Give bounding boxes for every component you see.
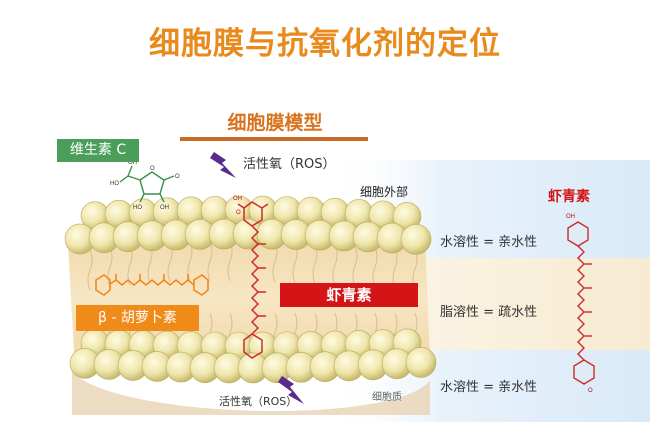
vitc-atom-2: OH [128, 160, 137, 166]
ast-atom-2: O [236, 210, 241, 216]
zone-label-bottom: 水溶性 = 亲水性 [440, 380, 538, 395]
vitamin-c-molecule [119, 165, 175, 203]
lightning-bolt-icon-bottom [278, 376, 304, 404]
vitamin-c-badge: 维生素 C [57, 139, 139, 162]
vitc-atom-4: O [175, 174, 180, 180]
cytoplasm-shading [72, 372, 430, 415]
zone-label-top: 水溶性 = 亲水性 [440, 235, 538, 250]
vitc-atom-6: OH [160, 205, 169, 211]
model-underline [180, 137, 368, 141]
vitc-atom-3: O [150, 166, 155, 172]
ast-side-atom-2: O [588, 388, 593, 394]
zone-label-middle: 脂溶性 = 疏水性 [440, 305, 538, 320]
beta-carotene-molecule [95, 274, 209, 296]
lipid-heads-top-row [64, 218, 432, 255]
beta-carotene-badge: β - 胡萝卜素 [76, 305, 199, 331]
vitc-atom-1: HO [110, 181, 119, 187]
astaxanthin-membrane-molecule [237, 201, 269, 359]
ast-side-atom-1: OH [566, 214, 575, 220]
lipid-head [400, 223, 432, 255]
model-label: 细胞膜模型 [227, 112, 323, 134]
ast-atom-1: OH [233, 196, 242, 202]
lipid-heads-bottom-row [69, 347, 437, 384]
cytoplasm-label: 细胞质 [372, 392, 402, 403]
astaxanthin-badge: 虾青素 [280, 283, 418, 307]
astaxanthin-side-molecule [567, 221, 595, 385]
lipid-head [405, 347, 437, 378]
cell-exterior-label: 细胞外部 [360, 185, 409, 199]
lipid-heads-back-row [80, 195, 422, 231]
astaxanthin-side-label: 虾青素 [548, 189, 590, 205]
vitc-atom-5: HO [133, 205, 142, 211]
lightning-bolt-icon-top [210, 152, 236, 178]
ros-label-bottom: 活性氧（ROS） [219, 395, 298, 408]
page-title: 细胞膜与抗氧化剂的定位 [149, 26, 501, 62]
ros-label-top: 活性氧（ROS） [243, 157, 336, 172]
